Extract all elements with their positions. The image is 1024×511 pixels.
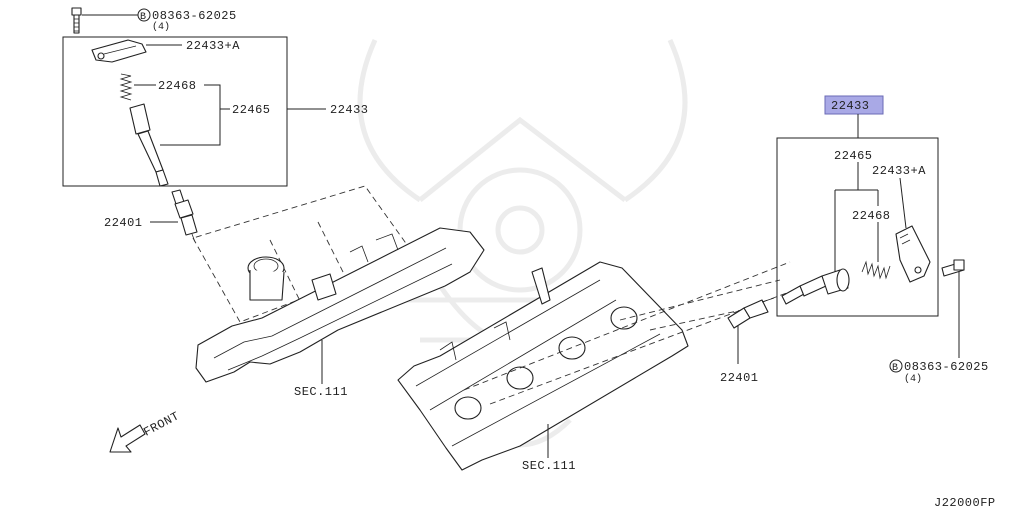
plug-part-number: 22401 [104,216,143,230]
right-spring-part-number: 22468 [852,209,891,223]
bolt-part-number: 08363-62025 [152,9,237,23]
left-valve-cover [195,227,485,383]
right-spark-plug-icon [727,297,775,329]
front-direction-indicator: FRONT [109,409,182,453]
right-bolt-icon [941,259,965,277]
spring-part-number: 22468 [158,79,197,93]
coil-rod-icon [129,103,169,187]
right-coil-icon [895,225,931,283]
diagram-code: J22000FP [934,496,996,510]
rod-part-number: 22465 [232,103,271,117]
left-assembly-group: B 08363-62025 (4) 22433+A 22468 22465 22… [62,7,485,399]
assembly-part-number: 22433 [330,103,369,117]
right-valve-cover [397,261,689,471]
right-bolt-part-number: 08363-62025 [904,360,989,374]
front-label: FRONT [141,409,182,439]
right-spring-icon [861,260,891,280]
spark-plug-icon [171,189,198,243]
left-cover-section: SEC.111 [294,385,348,399]
front-arrow-icon [109,424,146,453]
right-assembly-group: 22433 22465 22433+A 22468 [776,95,989,385]
right-bolt-quantity: (4) [904,373,922,385]
coil-part-number: 22433+A [186,39,240,53]
right-coil-rod-icon [781,268,850,305]
right-plug-part-number: 22401 [720,371,759,385]
right-coil-part-number: 22433+A [872,164,926,178]
right-rod-part-number: 22465 [834,149,873,163]
bolt-quantity: (4) [152,21,170,33]
coil-icon [91,39,147,63]
assembly-box [62,36,288,187]
right-cover-section: SEC.111 [522,459,576,473]
right-assembly-box [776,137,939,317]
highlighted-part-number-box [824,95,884,115]
bolt-marker-circle [137,8,151,22]
right-assembly-part-number: 22433 [831,99,870,113]
bolt-marker: B [140,12,146,23]
right-bolt-marker: B [892,363,898,374]
right-bolt-marker-circle [889,359,903,373]
bolt-icon [71,7,82,34]
spring-icon [119,73,133,101]
